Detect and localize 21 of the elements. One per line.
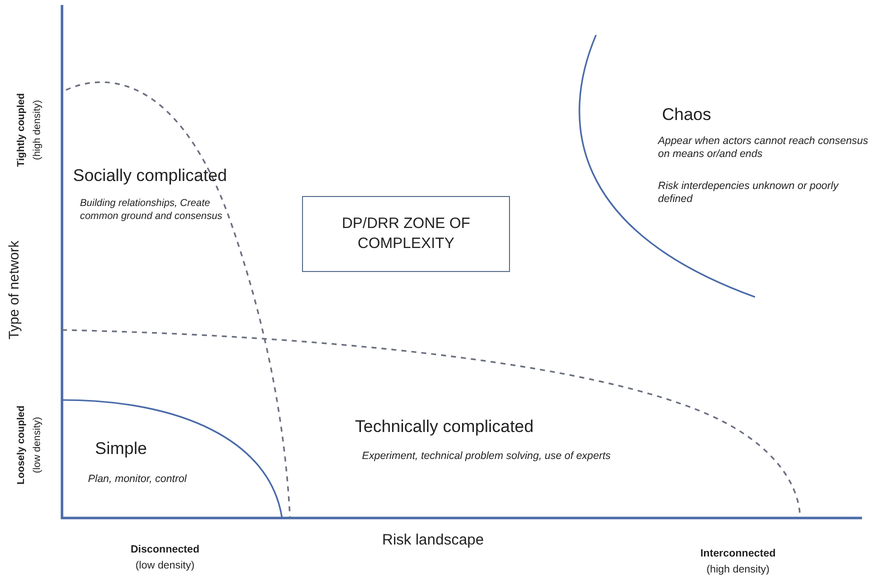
zone-title: Chaos bbox=[662, 104, 712, 126]
zone-description: Appear when actors cannot reach consensus on means or/and ends bbox=[658, 135, 870, 162]
axis-category: Interconnected bbox=[700, 547, 776, 561]
zone-title: Technically complicated bbox=[355, 416, 534, 438]
axis-category: (high density) bbox=[32, 100, 44, 160]
axis-title: Type of network bbox=[5, 240, 22, 340]
zone-title: Socially complicated bbox=[73, 165, 228, 186]
zone-description: Experiment, technical problem solving, use of experts bbox=[362, 450, 611, 464]
zone-title: Simple bbox=[95, 438, 147, 460]
axis-category: Tightly coupled bbox=[16, 93, 28, 167]
zone-description: Plan, monitor, control bbox=[88, 473, 187, 486]
zone-title: DP/DRR ZONE OF COMPLEXITY bbox=[340, 214, 472, 254]
zone-description: Risk interdepencies unknown or poorly defined bbox=[658, 180, 840, 206]
axis-category: (high density) bbox=[706, 563, 770, 577]
axis-title: Risk landscape bbox=[382, 532, 484, 550]
axis-category: (low density) bbox=[32, 416, 44, 474]
zone-description: Building relationships, Create common ground and consensus bbox=[80, 198, 224, 223]
axis-category: (low density) bbox=[136, 559, 194, 573]
axis-category: Disconnected bbox=[130, 543, 200, 557]
zone-box bbox=[302, 196, 510, 272]
axis-category: Loosely coupled bbox=[16, 406, 28, 484]
